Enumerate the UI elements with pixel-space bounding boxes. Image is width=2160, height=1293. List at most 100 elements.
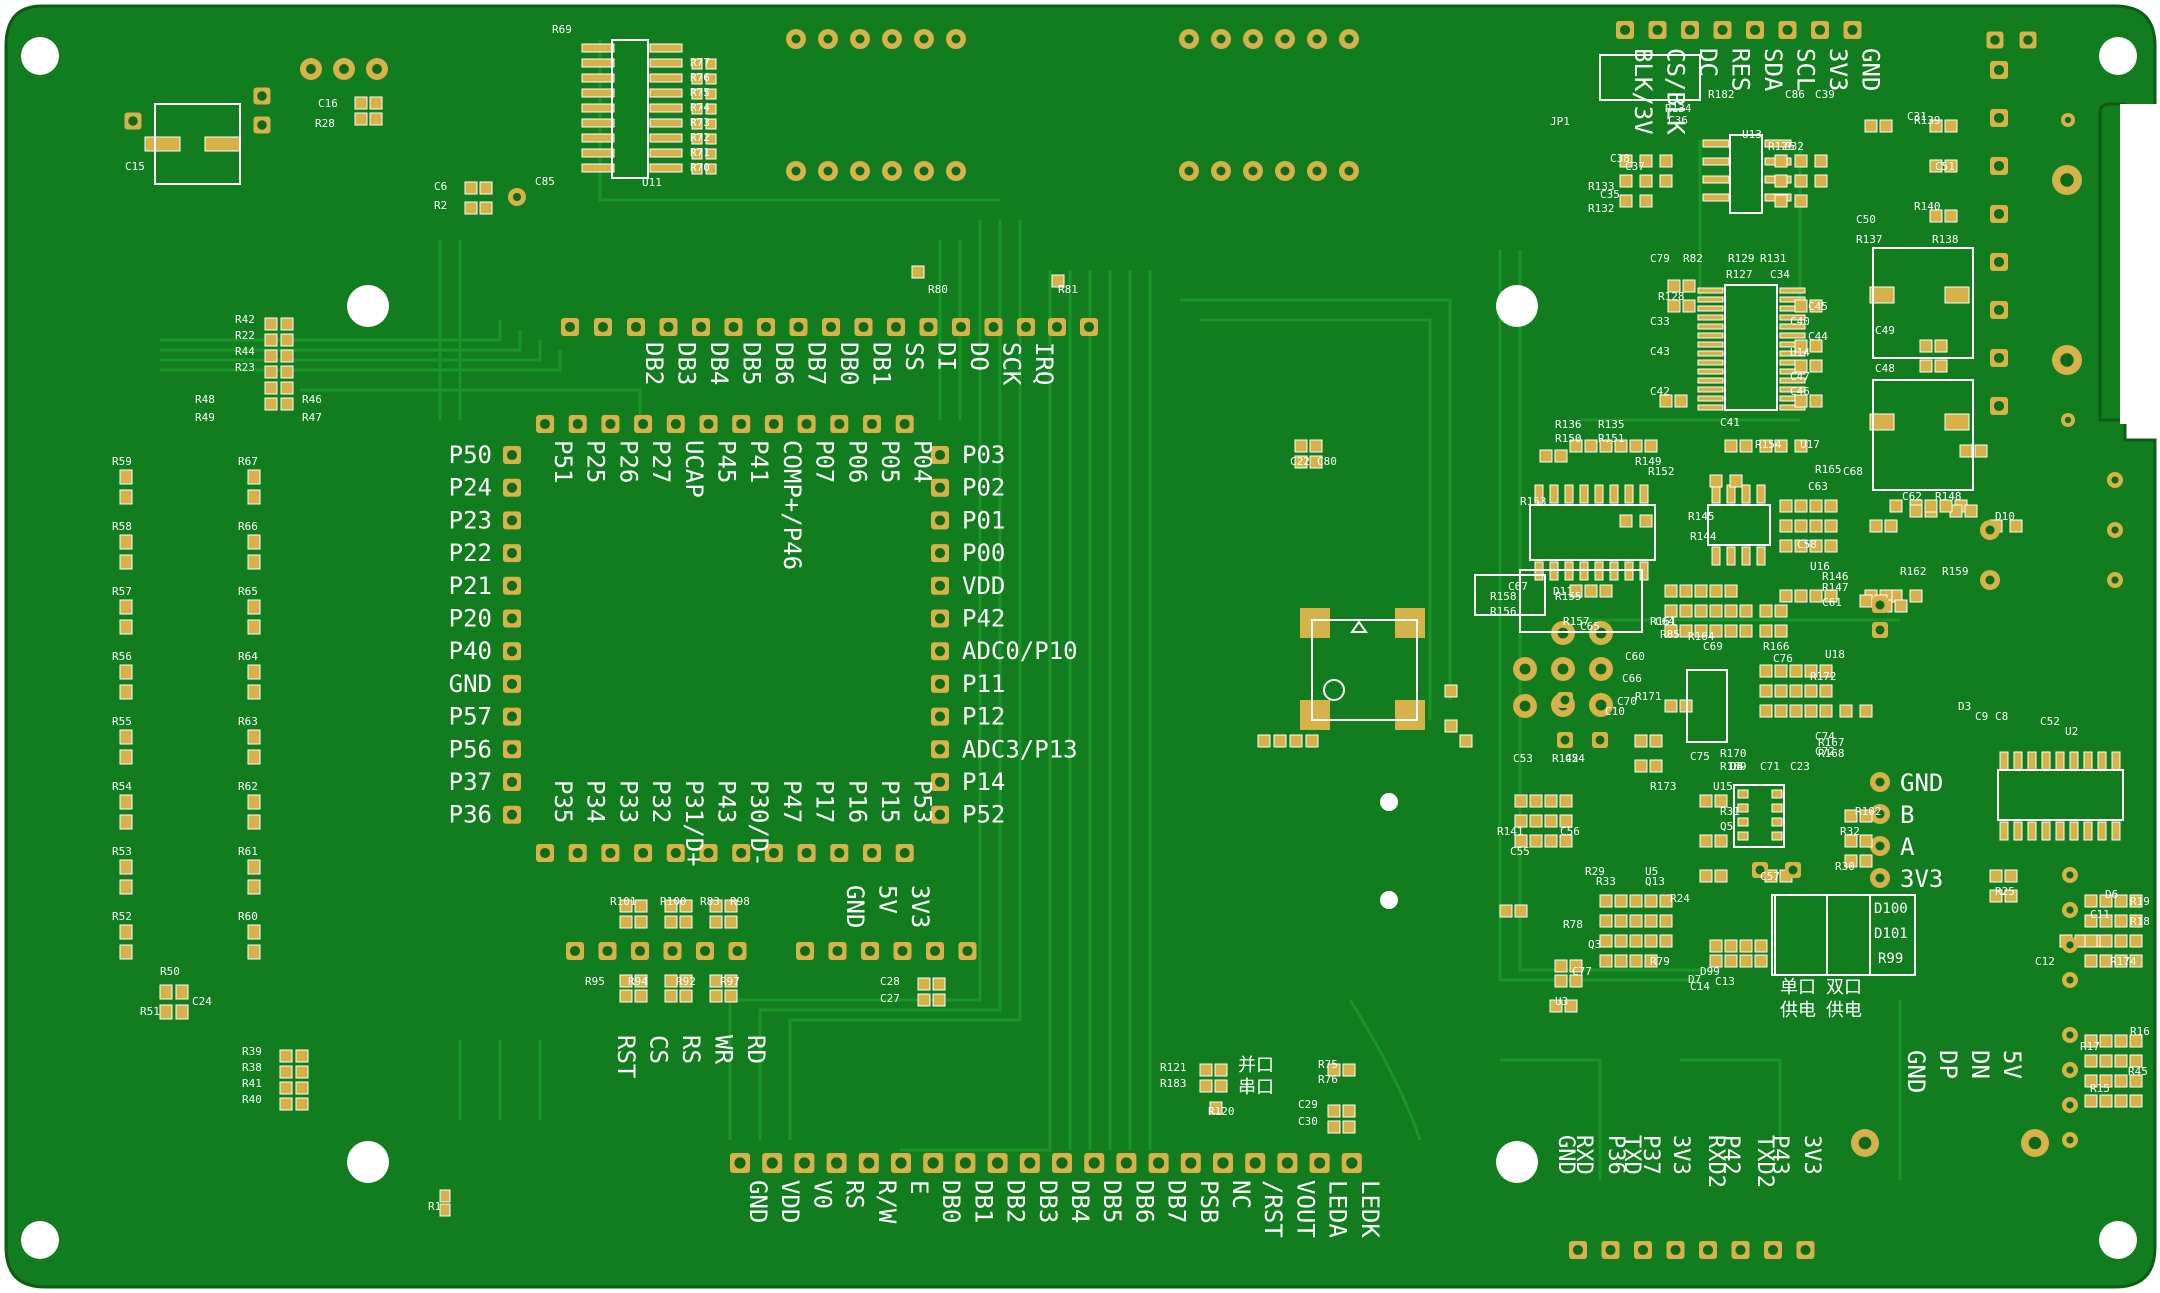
smd-pad	[691, 163, 703, 175]
pad-hole	[506, 744, 518, 755]
reference-designator: C52	[2040, 715, 2060, 728]
pad-hole	[605, 847, 616, 859]
pad-hole	[506, 515, 518, 526]
reference-designator: R85	[1660, 628, 1680, 641]
smd-pad	[1759, 624, 1773, 638]
pad-hole	[699, 945, 711, 957]
silk-outline	[1724, 284, 1778, 411]
uart-label: RXD2	[1703, 1135, 1728, 1188]
smd-pad	[1709, 954, 1723, 968]
smd-pad	[1944, 286, 1970, 304]
top-header-label: UCAP	[680, 440, 708, 498]
smd-pad	[932, 977, 946, 991]
smd-pad	[724, 974, 738, 988]
smd-pad	[1859, 704, 1873, 718]
smd-pad	[1444, 684, 1458, 698]
smd-pad	[1514, 794, 1528, 808]
smd-pad	[1644, 894, 1658, 908]
smd-pad	[2084, 1034, 2098, 1048]
smd-pad	[1771, 803, 1783, 813]
pad-hole	[1184, 34, 1194, 44]
reference-designator: C36	[1668, 114, 1688, 127]
smd-pad	[2041, 821, 2051, 841]
smd-pad	[619, 974, 633, 988]
pad-hole	[1702, 1244, 1714, 1256]
pad-hole	[1519, 663, 1531, 675]
left-header-label: P56	[449, 735, 492, 763]
bottom-header-label: P35	[549, 780, 577, 823]
reference-designator: JP1	[1550, 115, 1570, 128]
reference-designator: R1	[428, 1200, 441, 1213]
uart-label: GND	[1553, 1135, 1578, 1175]
smd-pad	[1909, 589, 1923, 603]
smd-pad	[1771, 831, 1783, 841]
smd-pad	[1342, 1120, 1356, 1134]
smd-pad	[619, 899, 633, 913]
smd-pad	[664, 915, 678, 929]
smd-pad	[1702, 193, 1730, 202]
smd-pad	[664, 899, 678, 913]
smd-pad	[1697, 377, 1724, 384]
reference-designator: C72	[1815, 745, 1835, 758]
pad-hole	[1312, 34, 1322, 44]
reference-designator: C10	[1605, 705, 1625, 718]
reference-designator: R148	[1935, 490, 1962, 503]
smd-pad	[1774, 664, 1788, 678]
smd-pad	[1309, 455, 1323, 469]
smd-pad	[724, 899, 738, 913]
smd-pad	[1539, 449, 1553, 463]
reference-designator: C63	[1808, 480, 1828, 493]
left-header-label: P20	[449, 605, 492, 633]
left-header-label: P36	[449, 801, 492, 829]
smd-pad	[705, 163, 717, 175]
usb-label: GND	[1902, 1050, 1930, 1093]
smd-pad	[247, 554, 261, 570]
uart-label: 3V3	[1668, 1135, 1693, 1175]
reference-designator: C40	[1790, 315, 1810, 328]
smd-pad	[479, 201, 493, 215]
smd-pad	[1209, 1101, 1223, 1115]
smd-pad	[1639, 194, 1653, 208]
diode-box-label: R99	[1878, 951, 1903, 967]
reference-designator: R74	[690, 101, 710, 114]
pad-hole	[2066, 1101, 2074, 1109]
reference-designator: C28	[880, 975, 900, 988]
reference-designator: R71	[690, 146, 710, 159]
reference-designator: C48	[1875, 362, 1895, 375]
smd-pad	[1939, 499, 1953, 513]
reference-designator: R149	[1635, 455, 1662, 468]
smd-pad	[634, 915, 648, 929]
smd-pad	[581, 73, 615, 83]
pad-hole	[959, 1157, 972, 1169]
smd-pad	[1679, 584, 1693, 598]
smd-pad	[679, 974, 693, 988]
smd-pad	[1199, 1063, 1213, 1077]
pad-hole	[866, 418, 878, 430]
silk-outline	[1519, 569, 1643, 633]
uart-label: TXD2	[1752, 1135, 1777, 1188]
bottom-header-label: P53	[909, 780, 937, 823]
smd-pad	[1629, 914, 1643, 928]
smd-pad	[1327, 1063, 1341, 1077]
reference-designator: U11	[642, 176, 662, 189]
smd-pad	[691, 88, 703, 100]
pad-hole	[1670, 1244, 1681, 1256]
smd-pad	[247, 749, 261, 765]
smd-pad	[705, 103, 717, 115]
smd-pad	[1629, 934, 1643, 948]
smd-pad	[1944, 119, 1958, 133]
smd-pad	[2013, 751, 2023, 771]
smd-pad	[1644, 934, 1658, 948]
smd-pad	[2069, 821, 2079, 841]
right-header-label: P01	[962, 506, 1005, 534]
smd-pad	[1694, 604, 1708, 618]
smd-pad	[1741, 484, 1751, 504]
reference-designator: R16	[2130, 1025, 2150, 1038]
oled-header-label: SDA	[1759, 48, 1787, 92]
rs485-label: B	[1900, 801, 1914, 829]
pad-hole	[1993, 352, 2005, 364]
smd-pad	[1199, 1079, 1213, 1093]
smd-pad	[2084, 1094, 2098, 1108]
reference-designator: R159	[1942, 565, 1969, 578]
